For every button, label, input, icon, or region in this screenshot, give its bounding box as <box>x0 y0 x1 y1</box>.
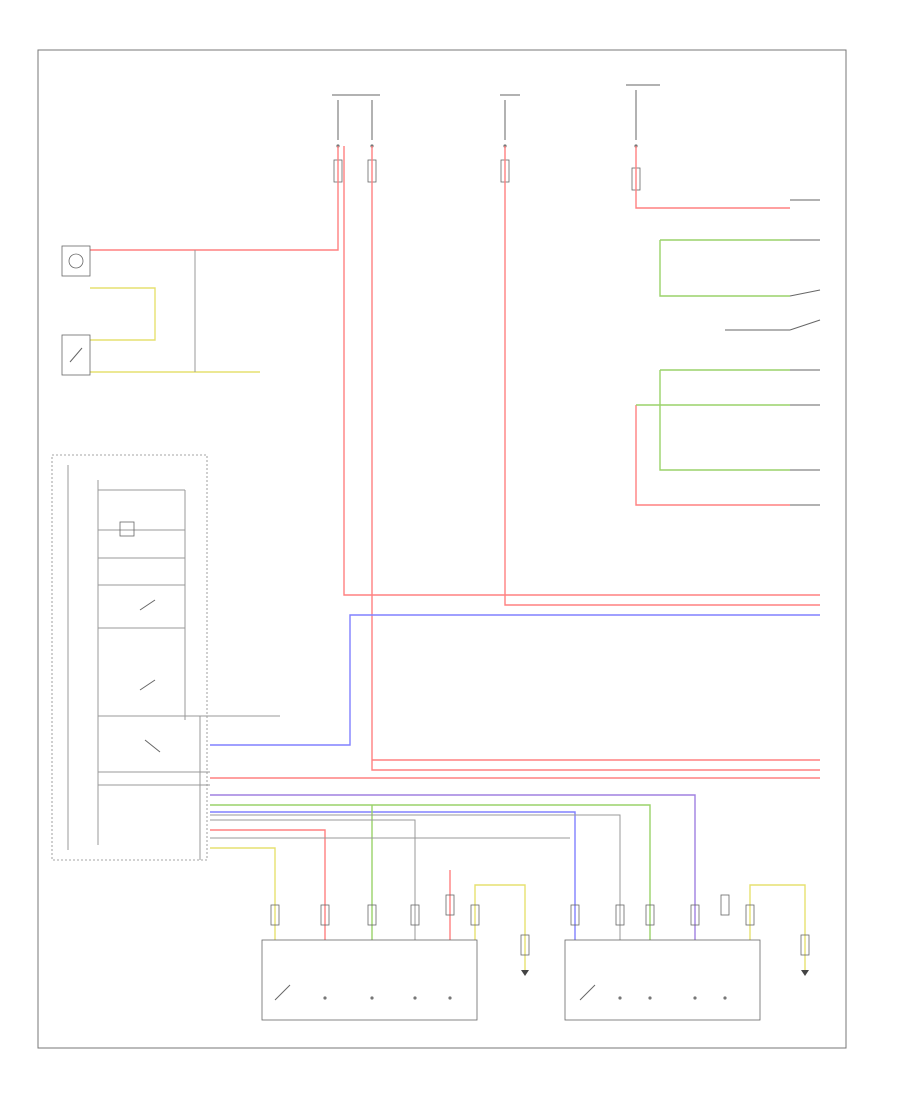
connector-icon <box>410 904 420 926</box>
connector-icon <box>470 904 480 926</box>
switch-icon <box>139 679 156 691</box>
red-feed-wires <box>90 146 820 940</box>
left-rear-switch <box>61 334 91 376</box>
connector-icon <box>800 934 810 956</box>
blue-wires <box>210 614 820 940</box>
violet-gray-wires <box>194 250 790 940</box>
connector-icon <box>320 904 330 926</box>
connector-icon <box>570 904 580 926</box>
top-fuse-group <box>332 84 660 191</box>
lamp-icon <box>61 245 91 277</box>
connector-icon <box>615 904 625 926</box>
green-yellow-wires <box>90 239 806 970</box>
switch-icon <box>61 334 91 376</box>
connector-icon <box>745 904 755 926</box>
connector-icon <box>270 904 280 926</box>
diagram-frame <box>37 49 847 1049</box>
connector-icon <box>445 894 455 916</box>
central-module <box>51 454 210 861</box>
right-side-devices <box>789 199 821 506</box>
module-connector-tags <box>270 894 810 956</box>
left-front-lamp <box>61 245 91 277</box>
switch-icon <box>144 739 161 753</box>
connector-icon <box>690 904 700 926</box>
switch-icon <box>274 984 291 1001</box>
left-rear-module <box>261 939 529 1021</box>
right-rear-module <box>564 939 809 1021</box>
connector-icon <box>645 904 655 926</box>
switch-icon <box>579 984 596 1001</box>
connector-icon <box>367 904 377 926</box>
switch-icon <box>139 599 156 611</box>
ground-icon <box>521 970 529 976</box>
connector-icon <box>720 894 730 916</box>
ground-icon <box>801 970 809 976</box>
connector-icon <box>520 934 530 956</box>
